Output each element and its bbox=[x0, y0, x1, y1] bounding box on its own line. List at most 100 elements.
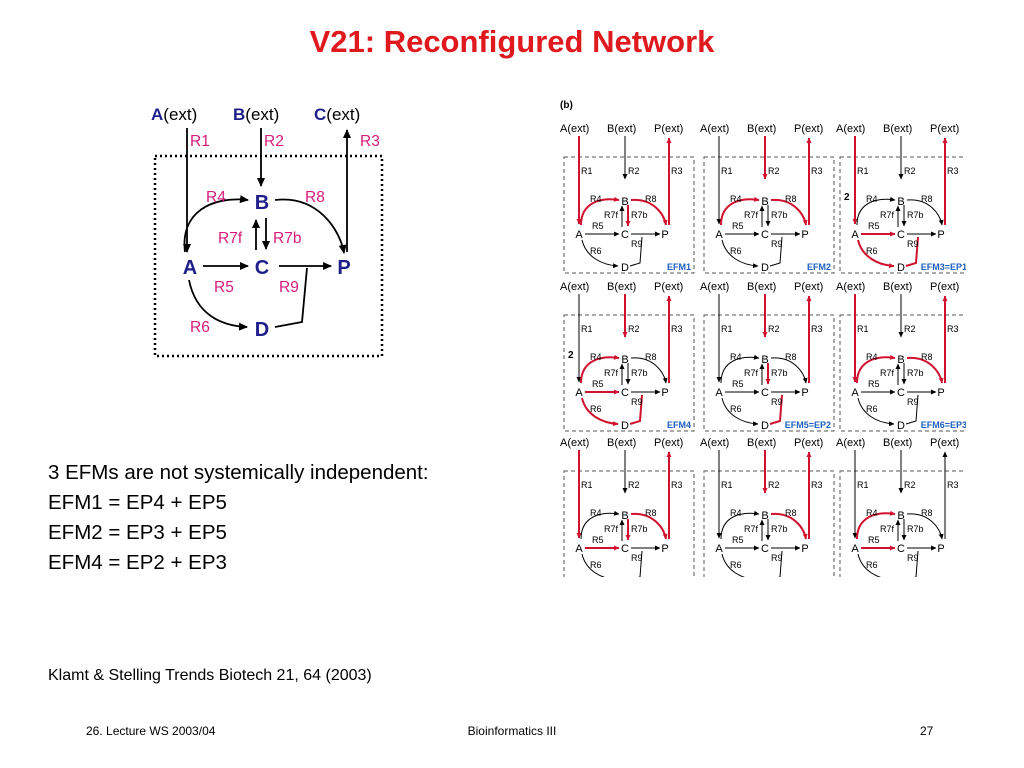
efm-ext-label: P(ext) bbox=[794, 437, 823, 449]
efm-reaction-label: R5 bbox=[592, 221, 604, 231]
efm-ext-label: P(ext) bbox=[930, 437, 959, 449]
efm-node: D bbox=[897, 262, 905, 274]
efm-edge-r9 bbox=[778, 550, 783, 577]
node-a: A bbox=[183, 257, 197, 279]
efm-edge-r6 bbox=[857, 397, 895, 427]
efm-node: D bbox=[621, 420, 629, 432]
efm-node: B bbox=[761, 354, 768, 366]
efm-node: P bbox=[801, 229, 808, 241]
efm-reaction-label: R6 bbox=[866, 404, 878, 414]
efm-edge-r9 bbox=[905, 394, 919, 425]
efm-reaction-label: R4 bbox=[866, 508, 878, 518]
efm-edge-r6 bbox=[857, 553, 882, 577]
efm-node: P bbox=[661, 543, 668, 555]
efm-reaction-label: R6 bbox=[730, 404, 742, 414]
efm-reaction-label: R8 bbox=[921, 194, 933, 204]
efm-reaction-label: R3 bbox=[947, 324, 959, 334]
efm-edge-r4 bbox=[580, 196, 620, 226]
node-p: P bbox=[337, 257, 350, 279]
efm-node: C bbox=[621, 229, 629, 241]
efm-reaction-label: R3 bbox=[811, 480, 823, 490]
efm-node: C bbox=[761, 543, 769, 555]
efm-boundary bbox=[703, 156, 835, 274]
efm-edge-r8 bbox=[630, 357, 668, 384]
efm-edge-r4 bbox=[720, 354, 760, 384]
efm-reaction-label: R5 bbox=[592, 535, 604, 545]
efm-reaction-label: R2 bbox=[768, 480, 780, 490]
efm-ext-label: B(ext) bbox=[883, 281, 912, 293]
efm-reaction-label: R9 bbox=[631, 397, 643, 407]
efm-reaction-label: R9 bbox=[907, 239, 919, 249]
efm-reaction-label: R1 bbox=[581, 166, 593, 176]
efm-reaction-label: R5 bbox=[732, 221, 744, 231]
efm-label: EFM7=EP4 bbox=[645, 576, 691, 577]
label-r5: R5 bbox=[214, 279, 234, 296]
efm-node: D bbox=[897, 576, 905, 577]
efm-edge-r6 bbox=[581, 239, 619, 269]
efm-edge-r4 bbox=[580, 354, 620, 384]
efm-reaction-label: R7f bbox=[744, 210, 759, 220]
efm-node: C bbox=[761, 229, 769, 241]
efm-reaction-label: R4 bbox=[730, 508, 742, 518]
efm-node: D bbox=[897, 420, 905, 432]
efm-reaction-label: R6 bbox=[730, 246, 742, 256]
efm-boundary bbox=[839, 470, 966, 577]
efm-reaction-label: R4 bbox=[590, 352, 602, 362]
efm-reaction-label: R1 bbox=[857, 166, 869, 176]
efm-node: A bbox=[575, 229, 583, 241]
efm-ext-label: B(ext) bbox=[607, 123, 636, 135]
efm-ext-label: B(ext) bbox=[747, 281, 776, 293]
efm-node: A bbox=[715, 229, 723, 241]
footer-page-number: 27 bbox=[920, 724, 934, 738]
label-r3: R3 bbox=[360, 133, 380, 150]
efm-edge-r9 bbox=[629, 394, 643, 425]
efm-edge-r6 bbox=[721, 397, 759, 427]
efm-node: A bbox=[851, 229, 859, 241]
efm-reaction-label: R9 bbox=[631, 239, 643, 249]
efm-reaction-label: R6 bbox=[866, 560, 878, 570]
statement-line: 3 EFMs are not systemically independent: bbox=[48, 461, 429, 484]
efm-boundary bbox=[839, 314, 966, 432]
efm-reaction-label: R4 bbox=[730, 352, 742, 362]
efm-ext-label: P(ext) bbox=[794, 281, 823, 293]
efm-reaction-label: R2 bbox=[628, 166, 640, 176]
efm-node: B bbox=[621, 354, 628, 366]
efm-node: D bbox=[761, 420, 769, 432]
efm-reaction-label: R7b bbox=[631, 368, 648, 378]
efm-label: EFM9=EP6 bbox=[921, 576, 966, 577]
label-r8: R8 bbox=[305, 189, 325, 206]
efm-reaction-label: R9 bbox=[771, 553, 783, 563]
efm-ext-label: P(ext) bbox=[930, 123, 959, 135]
efm-edge-r4 bbox=[856, 196, 896, 226]
efm-node: B bbox=[897, 196, 904, 208]
efm-ext-label: A(ext) bbox=[560, 437, 589, 449]
efm-node: B bbox=[897, 510, 904, 522]
efm-reaction-label: R7b bbox=[907, 524, 924, 534]
efm-node: C bbox=[621, 543, 629, 555]
efm-edge-r8 bbox=[770, 357, 808, 384]
efm-label: EFM6=EP3 bbox=[921, 420, 966, 430]
efm-reaction-label: R2 bbox=[768, 324, 780, 334]
efm-reaction-label: R3 bbox=[671, 166, 683, 176]
label-r7b: R7b bbox=[273, 230, 301, 247]
statement-line: EFM2 = EP3 + EP5 bbox=[48, 521, 227, 544]
efm-reaction-label: R6 bbox=[590, 560, 602, 570]
efm-boundary bbox=[839, 156, 966, 274]
efm-reaction-label: R1 bbox=[581, 480, 593, 490]
efm-reaction-label: R5 bbox=[732, 535, 744, 545]
efm-reaction-label: R4 bbox=[866, 352, 878, 362]
efm-label: EFM1 bbox=[667, 262, 691, 272]
efm-ext-label: B(ext) bbox=[607, 281, 636, 293]
efm-node: C bbox=[897, 229, 905, 241]
efm-edge-r6 bbox=[721, 239, 759, 269]
efm-reaction-label: R4 bbox=[730, 194, 742, 204]
efm-ext-label: B(ext) bbox=[747, 123, 776, 135]
footer-lecture: 26. Lecture WS 2003/04 bbox=[86, 724, 216, 738]
efm-edge-r4 bbox=[856, 354, 896, 384]
efm-edge-r9 bbox=[914, 550, 919, 577]
efm-reaction-label: R9 bbox=[631, 553, 643, 563]
efm-node: C bbox=[897, 543, 905, 555]
